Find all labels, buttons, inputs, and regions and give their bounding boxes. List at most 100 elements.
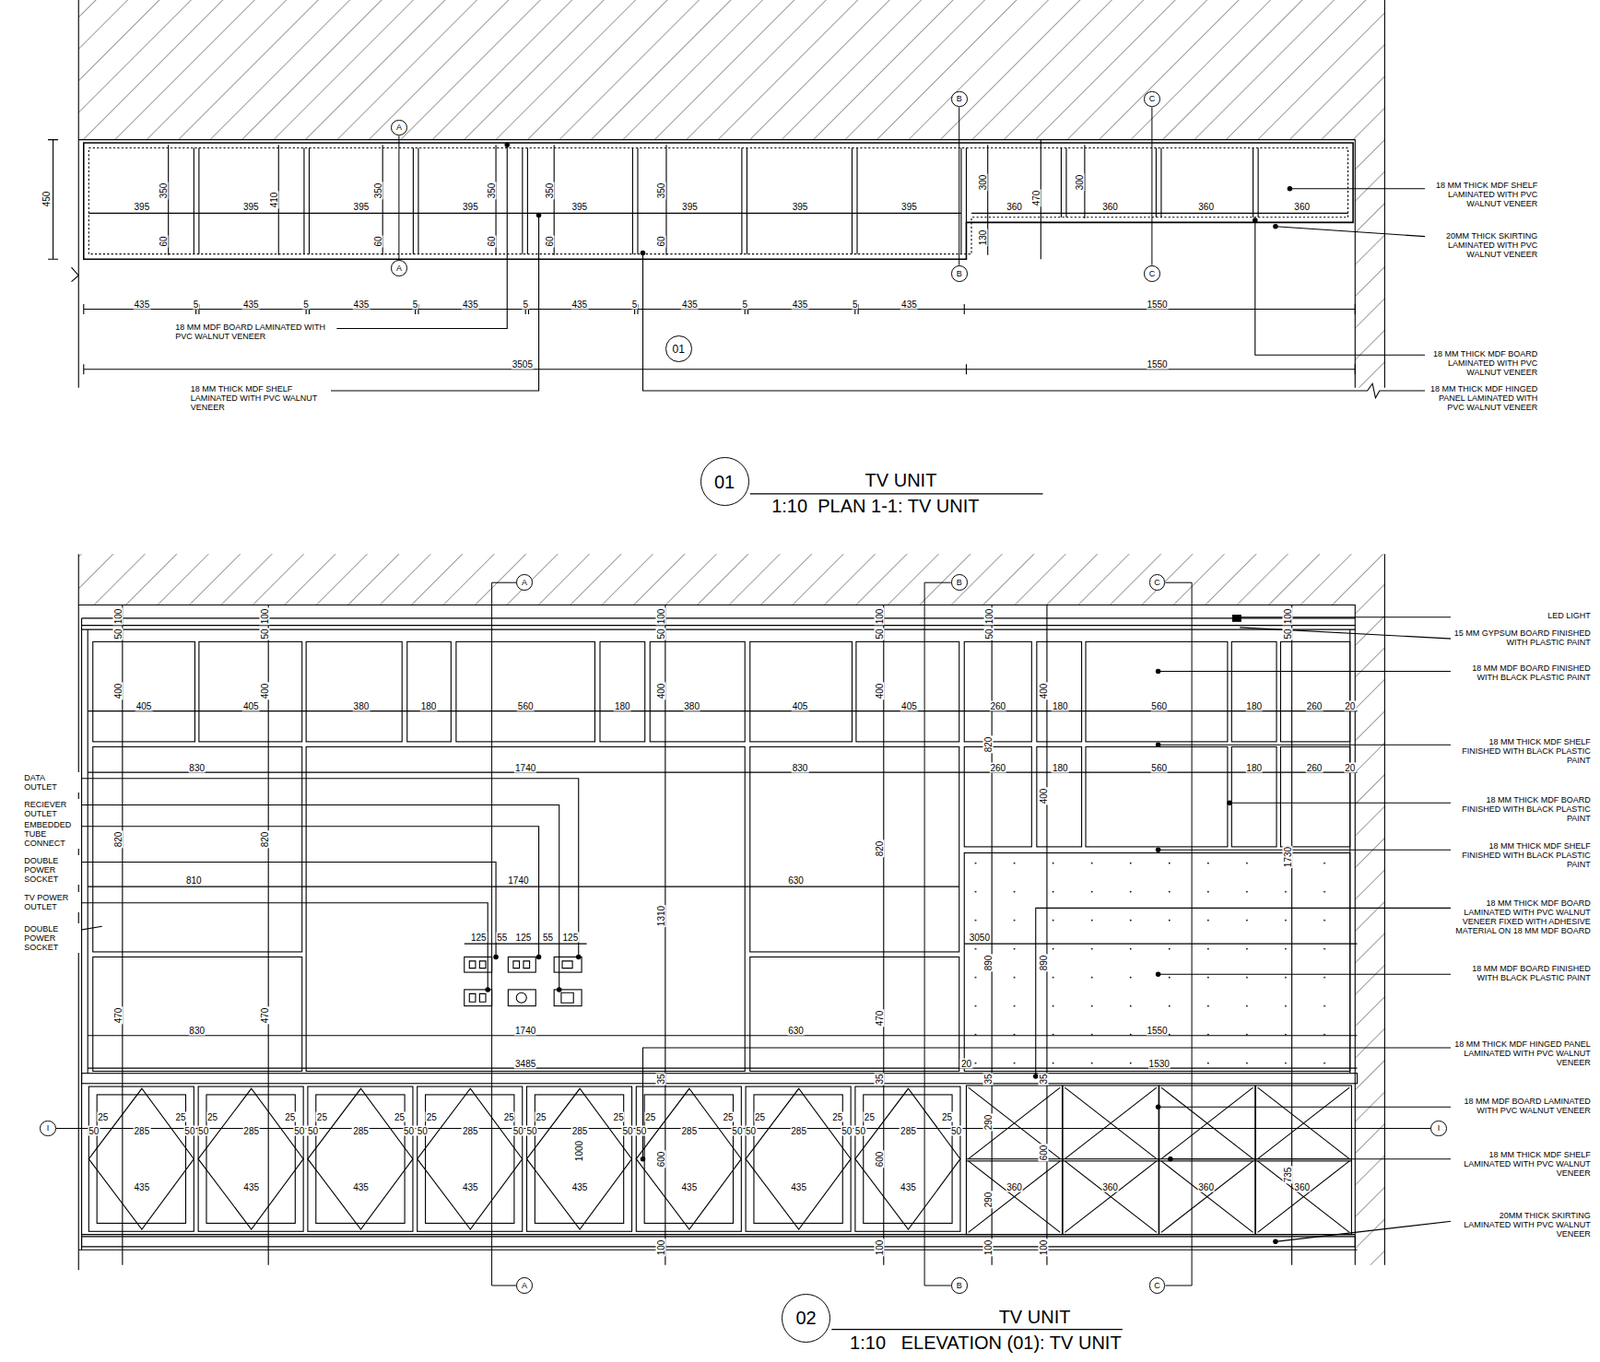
section-line	[958, 106, 960, 266]
drawing-line	[576, 954, 581, 959]
note-text: 18 MM MDF BOARD LAMINATED WITH PVC WALNU…	[1450, 1095, 1593, 1117]
note-text: 15 MM GYPSUM BOARD FINISHED WITH PLASTIC…	[1450, 627, 1593, 648]
drawing-line	[65, 903, 488, 990]
drawing-line	[505, 142, 509, 147]
drawing-line	[1085, 746, 1228, 847]
dimension-text: 50	[402, 1125, 415, 1136]
drawing-line	[1255, 220, 1429, 355]
dimension-text: 25	[393, 1112, 406, 1123]
drawing-line	[536, 212, 541, 217]
dimension-text: 395	[681, 200, 699, 212]
dimension-text: 100	[113, 607, 124, 625]
note-text: 18 MM THICK MDF SHELF LAMINATED WITH PVC…	[1450, 1149, 1593, 1179]
dimension-text: 405	[135, 701, 153, 712]
marker-text: I	[1437, 1123, 1441, 1133]
dimension-text: 890	[1037, 954, 1048, 973]
drawing-line	[82, 618, 1351, 1250]
dimension-text: 180	[1245, 762, 1263, 773]
drawing-line	[336, 144, 507, 329]
dimension-text: 820	[258, 831, 270, 849]
dimension-text: 405	[900, 701, 918, 712]
dimension-text: 60	[158, 235, 169, 248]
dimension-text: 25	[503, 1112, 516, 1123]
dimension-text: 1530	[1148, 1058, 1171, 1069]
drawing-line	[1034, 1074, 1038, 1079]
dimension-text: 820	[113, 831, 124, 849]
dimension-text: 1740	[514, 762, 537, 773]
drawing-line	[78, 0, 1355, 141]
marker-text: C	[1149, 94, 1156, 104]
dimension-text: 470	[874, 1010, 885, 1028]
dimension-text: 100	[656, 1239, 667, 1258]
dimension-text: 435	[352, 298, 371, 309]
dimension-text: 830	[791, 762, 810, 773]
section-marker: A	[516, 574, 533, 591]
dimension-text: 395	[791, 200, 810, 212]
dimension-text: 25	[863, 1112, 876, 1123]
dimension-text: 435	[461, 1181, 480, 1192]
drawing-line	[600, 641, 646, 742]
dimension-text: 360	[1101, 200, 1119, 212]
dimension-text: 1550	[1145, 359, 1168, 370]
dimension-text: 435	[899, 1181, 918, 1192]
drawing-line	[1036, 641, 1083, 742]
dimension-text: 285	[789, 1125, 808, 1136]
dimension-text: 400	[874, 682, 885, 700]
drawing-line	[745, 1086, 851, 1232]
dimension-text: 100	[982, 1239, 993, 1258]
note-text: 18 MM THICK MDF SHELF LAMINATED WITH PVC…	[1424, 179, 1540, 210]
dimension-text: 350	[656, 182, 667, 200]
drawing-line	[965, 1085, 1062, 1162]
dimension-text: 100	[1282, 607, 1294, 625]
dimension-text: 50	[416, 1125, 429, 1136]
drawing-line	[1062, 1085, 1159, 1162]
dimension-text: 50	[512, 1125, 525, 1136]
dimension-text: 50	[622, 1125, 635, 1136]
drawing-line	[65, 805, 560, 990]
note-text: 18 MM THICK MDF SHELF LAMINATED WITH PVC…	[188, 383, 331, 413]
drawing-line	[640, 1156, 645, 1161]
dimension-text: 400	[258, 682, 270, 700]
dimension-text: 55	[495, 932, 508, 943]
dimension-text: 5	[851, 298, 859, 309]
dimension-text: 35	[1037, 1073, 1048, 1086]
drawing-line	[643, 253, 1430, 399]
note-text: 18 MM MDF BOARD LAMINATED WITH PVC WALNU…	[173, 321, 330, 342]
section-marker: B	[951, 574, 968, 591]
drawing-line	[494, 954, 498, 959]
drawing-line	[507, 989, 536, 1007]
drawing-line	[1231, 746, 1277, 847]
drawing-line	[1085, 641, 1228, 742]
dimension-text: 435	[900, 298, 918, 309]
dimension-text: 20	[1343, 762, 1356, 773]
drawing-line	[78, 553, 1385, 1271]
dimension-text: 400	[656, 682, 667, 700]
drawing-line	[71, 267, 80, 282]
dimension-text: 820	[982, 736, 993, 754]
dimension-text: 25	[644, 1112, 657, 1123]
dimension-text: 1730	[1282, 846, 1294, 869]
dimension-text: 3485	[514, 1058, 537, 1069]
drawing-line	[516, 992, 527, 1003]
dimension-text: 600	[874, 1150, 885, 1168]
section-marker: I	[1430, 1120, 1448, 1138]
dimension-text: 285	[899, 1125, 918, 1136]
drawing-line	[1289, 188, 1429, 189]
drawing-line	[456, 641, 596, 742]
drawing-line	[1060, 148, 1259, 218]
dimension-text: 560	[1150, 701, 1168, 712]
dimension-text: 180	[1051, 762, 1070, 773]
marker-text: B	[956, 94, 963, 104]
dimension-text: 405	[791, 701, 810, 712]
dimension-text: 400	[1037, 787, 1048, 805]
dimension-text: 100	[258, 607, 270, 625]
dimension-text: 60	[543, 235, 554, 248]
drawing-line	[1275, 226, 1429, 237]
dimension-text: 300	[977, 174, 989, 192]
dimension-text: 820	[874, 840, 885, 859]
dimension-text: 360	[1197, 1181, 1215, 1192]
dimension-text: 360	[1101, 1181, 1119, 1192]
section-line	[924, 582, 952, 1286]
dimension-text: 1310	[656, 905, 667, 928]
drawing-line	[750, 641, 853, 742]
